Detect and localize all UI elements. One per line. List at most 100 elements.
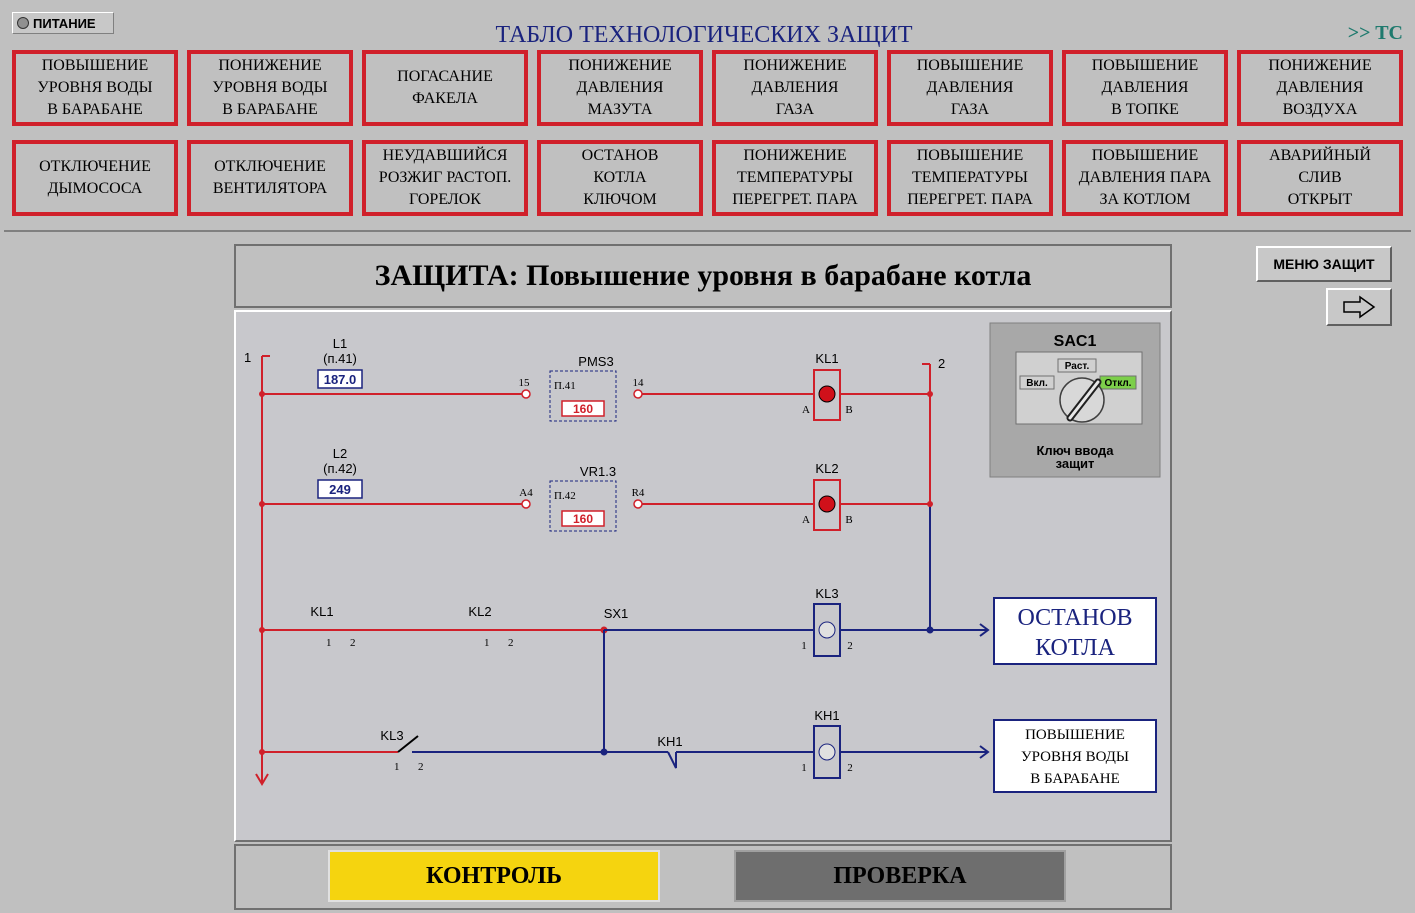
left-bus: 1 xyxy=(244,350,270,786)
kh1-coil xyxy=(813,725,841,779)
kl1-contact-pin1: 1 xyxy=(326,637,332,649)
kl2-state-icon xyxy=(818,495,836,513)
power-label: ПИТАНИЕ xyxy=(33,15,96,31)
output-boiler-stop: ОСТАНОВ КОТЛА xyxy=(993,597,1157,665)
l1-value-box xyxy=(317,369,363,389)
kh1-contact-label: KH1 xyxy=(657,734,682,749)
kl1-contact-label: KL1 xyxy=(310,604,333,619)
rung-4: KL3 1 2 KH1 KH1 1 2 xyxy=(259,708,990,779)
rung-1: L1 (п.41) 187.0 15 PMS3 П.41 160 14 KL1 … xyxy=(259,336,933,422)
kl2-pin-a: A xyxy=(802,514,810,526)
sx1-label: SX1 xyxy=(604,606,629,621)
vr13-box xyxy=(549,480,617,532)
kl1-label: KL1 xyxy=(815,351,838,366)
kl1-state-icon xyxy=(818,385,836,403)
l2-param: (п.42) xyxy=(323,461,357,476)
l1-value: 187.0 xyxy=(324,372,357,387)
kh1-label: KH1 xyxy=(814,708,839,723)
row2-protection-button-1[interactable]: ОТКЛЮЧЕНИЕ ДЫМОСОСА xyxy=(12,140,178,216)
sac1-pos-mid: Раст. xyxy=(1065,361,1090,372)
row2-protection-button-6[interactable]: ПОВЫШЕНИЕ ТЕМПЕРАТУРЫ ПЕРЕГРЕТ. ПАРА xyxy=(887,140,1053,216)
pms3-param: П.41 xyxy=(554,380,576,392)
kl1-contact-pin2: 2 xyxy=(350,637,356,649)
board-title: ТАБЛО ТЕХНОЛОГИЧЕСКИХ ЗАЩИТ xyxy=(495,22,913,48)
row1-protection-button-5[interactable]: ПОНИЖЕНИЕ ДАВЛЕНИЯ ГАЗА xyxy=(712,50,878,126)
kl3-contact-pin1: 1 xyxy=(394,761,400,773)
sac1-caption-line2: защит xyxy=(1056,456,1095,471)
row1-protection-button-1[interactable]: ПОВЫШЕНИЕ УРОВНЯ ВОДЫ В БАРАБАНЕ xyxy=(12,50,178,126)
ladder-diagram-panel: 1 2 L1 (п.41) 187.0 15 PMS3 П.41 160 14 xyxy=(234,310,1172,842)
row1-protection-button-6[interactable]: ПОВЫШЕНИЕ ДАВЛЕНИЯ ГАЗА xyxy=(887,50,1053,126)
row2-protection-button-4[interactable]: ОСТАНОВ КОТЛА КЛЮЧОМ xyxy=(537,140,703,216)
kl3-contact xyxy=(397,735,419,753)
row1-protection-button-4[interactable]: ПОНИЖЕНИЕ ДАВЛЕНИЯ МАЗУТА xyxy=(537,50,703,126)
row1-protection-button-8[interactable]: ПОНИЖЕНИЕ ДАВЛЕНИЯ ВОЗДУХА xyxy=(1237,50,1403,126)
output1-line1: ОСТАНОВ xyxy=(1017,605,1132,631)
kl3-pin2: 2 xyxy=(847,640,853,652)
arrow-right-icon xyxy=(1343,295,1376,319)
rung-2: L2 (п.42) 249 A4 VR1.3 П.42 160 R4 KL2 A… xyxy=(259,446,933,532)
kl3-label: KL3 xyxy=(815,586,838,601)
kl2-contact-pin1: 1 xyxy=(484,637,490,649)
next-arrow-button[interactable] xyxy=(1326,288,1392,326)
row2-protection-button-5[interactable]: ПОНИЖЕНИЕ ТЕМПЕРАТУРЫ ПЕРЕГРЕТ. ПАРА xyxy=(712,140,878,216)
kl1-pin-b: B xyxy=(845,404,852,416)
sac1-key-switch-panel: SAC1 Раст. Вкл. Откл. Ключ ввода защит xyxy=(989,322,1161,478)
pms3-left-pin: 15 xyxy=(519,377,531,389)
protection-board-panel: ПИТАНИЕ ТАБЛО ТЕХНОЛОГИЧЕСКИХ ЗАЩИТ >> T… xyxy=(4,4,1411,232)
kl2-label: KL2 xyxy=(815,461,838,476)
right-bus: 2 xyxy=(922,356,945,630)
l2-value-box xyxy=(317,479,363,499)
tc-link[interactable]: >> TC xyxy=(1347,22,1403,44)
kl1-pin-a: A xyxy=(802,404,810,416)
kl2-contact-pin2: 2 xyxy=(508,637,514,649)
l1-param: (п.41) xyxy=(323,351,357,366)
l2-value: 249 xyxy=(329,482,351,497)
row2-protection-button-8[interactable]: АВАРИЙНЫЙ СЛИВ ОТКРЫТ xyxy=(1237,140,1403,216)
sac1-title: SAC1 xyxy=(1054,333,1097,350)
kl3-contact-pin2: 2 xyxy=(418,761,424,773)
protection-menu-button[interactable]: МЕНЮ ЗАЩИТ xyxy=(1256,246,1392,282)
bus-right-label: 2 xyxy=(938,356,945,371)
vr13-name: VR1.3 xyxy=(580,464,616,479)
output-water-level-high: ПОВЫШЕНИЕ УРОВНЯ ВОДЫ В БАРАБАНЕ xyxy=(993,719,1157,793)
sac1-pos-off: Откл. xyxy=(1105,378,1132,389)
vr13-right-pin: R4 xyxy=(632,487,645,499)
protection-title: ЗАЩИТА: Повышение уровня в барабане котл… xyxy=(234,244,1172,308)
rung-3: KL1 1 2 KL2 1 2 SX1 KL3 1 2 xyxy=(259,586,990,657)
kh1-pin1: 1 xyxy=(801,762,807,774)
output2-line2: УРОВНЯ ВОДЫ xyxy=(1021,749,1129,765)
ladder-diagram: 1 2 L1 (п.41) 187.0 15 PMS3 П.41 160 14 xyxy=(244,322,1161,793)
control-mode-button[interactable]: КОНТРОЛЬ xyxy=(328,850,660,902)
kl3-contact-label: KL3 xyxy=(380,728,403,743)
pms3-setpoint: 160 xyxy=(573,402,593,416)
bus-left-label: 1 xyxy=(244,350,251,365)
output2-line1: ПОВЫШЕНИЕ xyxy=(1025,727,1125,743)
kh1-state-icon xyxy=(818,743,836,761)
kl3-pin1: 1 xyxy=(801,640,807,652)
pms3-box xyxy=(549,370,617,422)
kl3-state-icon xyxy=(818,621,836,639)
check-mode-button[interactable]: ПРОВЕРКА xyxy=(734,850,1066,902)
vr13-left-pin: A4 xyxy=(519,487,533,499)
row1-protection-button-3[interactable]: ПОГАСАНИЕ ФАКЕЛА xyxy=(362,50,528,126)
kh1-contact xyxy=(667,751,677,769)
output2-line3: В БАРАБАНЕ xyxy=(1030,771,1120,787)
pms3-right-pin: 14 xyxy=(633,377,645,389)
row2-protection-button-7[interactable]: ПОВЫШЕНИЕ ДАВЛЕНИЯ ПАРА ЗА КОТЛОМ xyxy=(1062,140,1228,216)
output1-line2: КОТЛА xyxy=(1035,635,1115,661)
pms3-setpoint-box xyxy=(561,400,605,417)
row2-protection-button-3[interactable]: НЕУДАВШИЙСЯ РОЗЖИГ РАСТОП. ГОРЕЛОК xyxy=(362,140,528,216)
vr13-param: П.42 xyxy=(554,490,576,502)
sac1-pos-on: Вкл. xyxy=(1026,378,1048,389)
row2-protection-button-2[interactable]: ОТКЛЮЧЕНИЕ ВЕНТИЛЯТОРА xyxy=(187,140,353,216)
l1-name: L1 xyxy=(333,336,347,351)
row1-protection-button-2[interactable]: ПОНИЖЕНИЕ УРОВНЯ ВОДЫ В БАРАБАНЕ xyxy=(187,50,353,126)
sac1-caption-line1: Ключ ввода xyxy=(1036,443,1114,458)
power-led-icon xyxy=(17,17,29,29)
power-indicator: ПИТАНИЕ xyxy=(12,12,114,34)
pms3-name: PMS3 xyxy=(578,354,613,369)
kl2-contact-label: KL2 xyxy=(468,604,491,619)
row1-protection-button-7[interactable]: ПОВЫШЕНИЕ ДАВЛЕНИЯ В ТОПКЕ xyxy=(1062,50,1228,126)
vr13-setpoint: 160 xyxy=(573,512,593,526)
